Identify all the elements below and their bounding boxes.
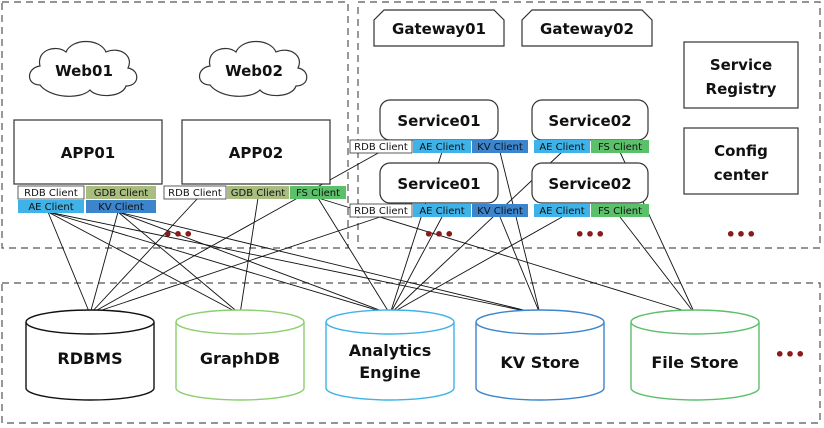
gateway02-label: Gateway02 [540, 20, 634, 38]
service02-lower: Service02 AE Client FS Client [531, 162, 649, 217]
service01-upper: Service01 RDB Client AE Client KV Client [349, 99, 528, 154]
app02-box: APP02 [181, 119, 331, 185]
ae-client-badge [534, 140, 590, 153]
analytics-engine-cylinder: Analytics Engine [325, 309, 455, 401]
kv-client-label: KV Client [98, 202, 144, 213]
fs-client-badge [591, 204, 649, 217]
app01-label: APP01 [61, 144, 115, 162]
ae-client-label: AE Client [28, 202, 73, 213]
config-center-label-1: Config [714, 142, 768, 160]
graphdb-label: GraphDB [200, 349, 280, 368]
gdb-client-label: GDB Client [94, 188, 149, 199]
ae-client-badge [18, 200, 84, 213]
service-registry-label-1: Service [710, 56, 772, 74]
service01-lower: Service01 RDB Client AE Client KV Client [349, 162, 528, 218]
service-registry-label-2: Registry [706, 80, 777, 98]
rdb-client-label: RDB Client [24, 188, 78, 199]
fs-client-badge [591, 140, 649, 153]
more-services-ellipsis-2: ••• [575, 225, 606, 244]
config-center-label-2: center [714, 166, 769, 184]
web02-label: Web02 [225, 62, 283, 80]
ae-client-label: AE Client [539, 142, 584, 153]
analytics-engine-label-2: Engine [359, 363, 421, 382]
rdb-client-badge [17, 185, 85, 200]
app02-label: APP02 [229, 144, 283, 162]
rdb-client-label: RDB Client [354, 206, 408, 217]
gateway01-box: Gateway01 [373, 9, 505, 47]
service02-upper: Service02 AE Client FS Client [531, 99, 649, 153]
app-tier-frame [1, 1, 349, 249]
kv-client-label: KV Client [477, 142, 523, 153]
fs-client-label: FS Client [598, 142, 642, 153]
ae-client-label: AE Client [419, 142, 464, 153]
more-services-ellipsis-1: ••• [424, 225, 455, 244]
gdb-client-badge [227, 186, 289, 199]
ae-client-badge [413, 204, 471, 217]
fs-client-label: FS Client [296, 188, 340, 199]
fs-client-label: FS Client [598, 206, 642, 217]
ae-client-badge [413, 140, 471, 153]
config-center-box: Config center [683, 127, 799, 195]
service02-label: Service02 [548, 175, 631, 193]
rdbms-label: RDBMS [57, 349, 122, 368]
kv-client-label: KV Client [477, 206, 523, 217]
gdb-client-label: GDB Client [231, 188, 286, 199]
service01-label: Service01 [397, 112, 480, 130]
more-services-ellipsis-3: ••• [726, 225, 757, 244]
kv-client-badge [86, 200, 156, 213]
ae-client-label: AE Client [539, 206, 584, 217]
web01-cloud: Web01 [28, 40, 138, 97]
analytics-engine-label-1: Analytics [349, 341, 432, 360]
app01-box: APP01 [13, 119, 163, 185]
more-apps-ellipsis: ••• [163, 225, 194, 244]
kv-client-badge [472, 204, 528, 217]
rdb-client-label: RDB Client [354, 142, 408, 153]
more-services-ellipses: ••• ••• ••• [424, 225, 757, 244]
kv-client-badge [472, 140, 528, 153]
web01-label: Web01 [55, 62, 113, 80]
file-store-cylinder: File Store [630, 309, 760, 401]
ae-client-badge [534, 204, 590, 217]
gateway01-label: Gateway01 [392, 20, 486, 38]
web02-cloud: Web02 [198, 40, 308, 97]
graphdb-cylinder: GraphDB [175, 309, 305, 401]
rdb-client-badge [349, 139, 413, 154]
service-registry-box: Service Registry [683, 41, 799, 109]
app01-clients: RDB Client GDB Client AE Client KV Clien… [17, 185, 156, 213]
service02-label: Service02 [548, 112, 631, 130]
app02-clients: RDB Client GDB Client FS Client [163, 185, 346, 200]
more-stores-ellipsis: ••• [775, 345, 806, 364]
kv-store-label: KV Store [500, 353, 579, 372]
gateway02-box: Gateway02 [521, 9, 653, 47]
service01-label: Service01 [397, 175, 480, 193]
fs-client-badge [290, 186, 346, 199]
rdb-client-label: RDB Client [168, 188, 222, 199]
kv-store-cylinder: KV Store [475, 309, 605, 401]
file-store-label: File Store [651, 353, 738, 372]
rdbms-cylinder: RDBMS [25, 309, 155, 401]
ae-client-label: AE Client [419, 206, 464, 217]
service-tier-frame [357, 1, 821, 249]
rdb-client-badge [349, 203, 413, 218]
rdb-client-badge [163, 185, 227, 200]
gdb-client-badge [86, 186, 156, 199]
